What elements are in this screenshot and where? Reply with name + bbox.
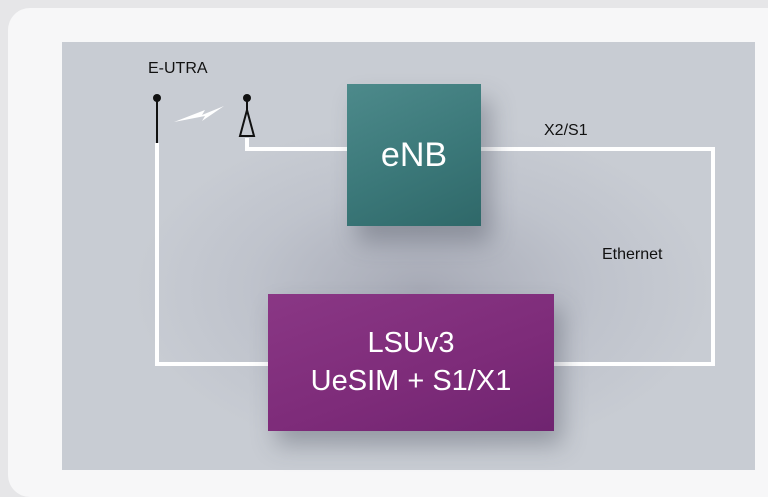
- x2s1-label: X2/S1: [544, 122, 588, 139]
- ethernet-label: Ethernet: [602, 246, 663, 263]
- enb-to-lsu-ethernet-wire: [481, 147, 715, 366]
- enb-antenna-icon: [238, 94, 256, 137]
- lightning-icon: [174, 106, 224, 122]
- ue-to-lsu-wire: [155, 143, 268, 366]
- lsu-node: LSUv3 UeSIM + S1/X1: [268, 294, 554, 431]
- lsu-subtitle: UeSIM + S1/X1: [310, 364, 512, 397]
- enb-label: eNB: [380, 135, 448, 174]
- lsu-title: LSUv3: [367, 326, 455, 359]
- ue-antenna-icon: [153, 94, 161, 143]
- antenna-to-enb-wire: [245, 138, 347, 151]
- enb-node: eNB: [347, 84, 481, 226]
- eutra-label: E-UTRA: [148, 60, 208, 77]
